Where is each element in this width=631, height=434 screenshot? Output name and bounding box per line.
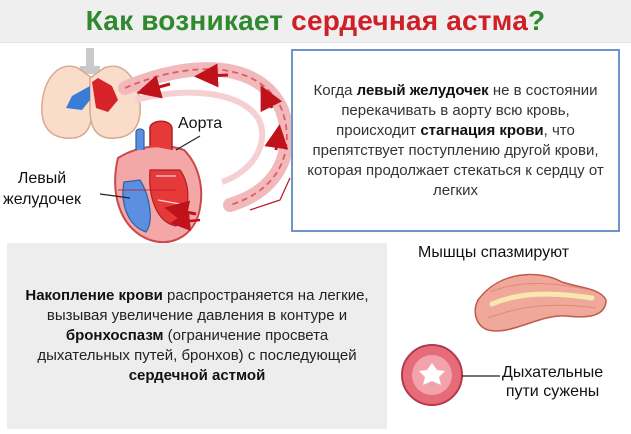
left-ventricle-label: Левый желудочек xyxy=(3,168,81,210)
title-part-2: сердечная астма xyxy=(291,5,529,36)
left-ventricle-label-line1: Левый xyxy=(17,170,67,187)
airways-label-line2: пути сужены xyxy=(505,383,600,400)
muscles-label: Мышцы спазмируют xyxy=(418,244,570,261)
airways-label: Дыхательные пути сужены xyxy=(502,363,603,401)
airways-label-line1: Дыхательные xyxy=(502,364,604,381)
text-span: не в состоянии перекачивать в аорту всю … xyxy=(336,81,598,139)
page-title: Как возникает сердечная астма? xyxy=(0,0,631,43)
explanation-box-left: Накопление крови распространяется на лег… xyxy=(7,243,387,429)
explanation-box-right: Когда левый желудочек не в состоянии пер… xyxy=(291,49,620,232)
bold-blood-accumulation: Накопление крови xyxy=(25,287,163,304)
title-part-3: ? xyxy=(528,5,546,36)
text-span: , что препятствует поступлению другой кр… xyxy=(307,121,604,199)
bold-blood-stagnation: стагнация крови xyxy=(420,121,544,139)
text-span: распространяется на легкие, вызывая увел… xyxy=(46,287,369,324)
explanation-text-left: Накопление крови распространяется на лег… xyxy=(7,286,387,386)
title-part-1: Как возникает xyxy=(85,5,292,36)
bold-bronchospasm: бронхоспазм xyxy=(65,327,164,344)
text-span: (ограничение просвета дыхательных путей,… xyxy=(37,327,357,364)
muscle-tissue-icon xyxy=(474,273,607,332)
heart-icon xyxy=(114,120,203,243)
bold-left-ventricle: левый желудочек xyxy=(356,81,489,99)
explanation-text-right: Когда левый желудочек не в состоянии пер… xyxy=(293,81,618,201)
pointer-lines xyxy=(99,135,500,377)
airway-cross-section-icon xyxy=(401,344,463,406)
bold-cardiac-asthma: сердечной астмой xyxy=(128,367,266,384)
circulation-loop xyxy=(118,62,294,212)
text-span: Когда xyxy=(313,81,357,99)
aorta-label: Аорта xyxy=(178,115,223,132)
left-ventricle-label-line2: желудочек xyxy=(3,191,81,208)
